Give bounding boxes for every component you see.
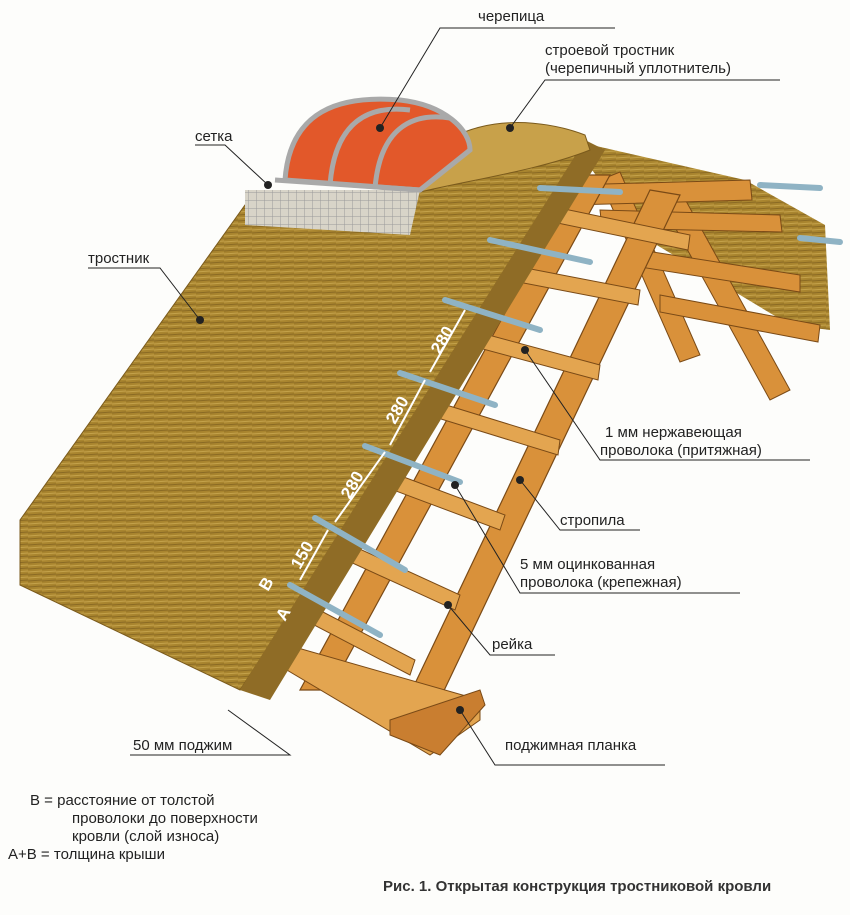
- label-clamp-ring: 50 мм поджим: [133, 737, 233, 754]
- ridge-tiles: [274, 96, 473, 193]
- legend-b-line2: проволоки до поверхности: [72, 810, 258, 827]
- label-batten: рейка: [492, 636, 533, 653]
- label-mesh: сетка: [195, 128, 233, 145]
- leader-lines: [88, 27, 810, 766]
- label-galv-wire: 5 мм оцинкованная: [520, 556, 656, 573]
- label-galv-wire-note: проволока (крепежная): [520, 574, 682, 591]
- label-steel-wire: 1 мм нержавеющая: [605, 424, 742, 441]
- dimension-arrows: [299, 309, 466, 581]
- label-reed: тростник: [88, 250, 150, 267]
- legend-ab: A+B = толщина крыши: [8, 846, 165, 863]
- legend-b-line1: B = расстояние от толстой: [30, 792, 215, 809]
- thatch-edge: [240, 140, 605, 700]
- leader-dots: [196, 124, 529, 714]
- label-ridge-reed: строевой тростник: [545, 42, 675, 59]
- legend: B = расстояние от толстой проволоки до п…: [8, 792, 258, 864]
- label-clamp-board: поджимная планка: [505, 737, 637, 754]
- label-ridge-reed-note: (черепичный уплотнитель): [545, 60, 731, 77]
- mesh: [245, 190, 420, 235]
- label-rafters: стропила: [560, 512, 625, 529]
- label-tile: черепица: [478, 8, 545, 25]
- galvanized-wires: [287, 182, 843, 638]
- figure-caption: Рис. 1. Открытая конструкция тростниково…: [383, 878, 772, 895]
- label-steel-wire-note: проволока (притяжная): [600, 442, 762, 459]
- legend-b-line3: кровли (слой износа): [72, 828, 220, 845]
